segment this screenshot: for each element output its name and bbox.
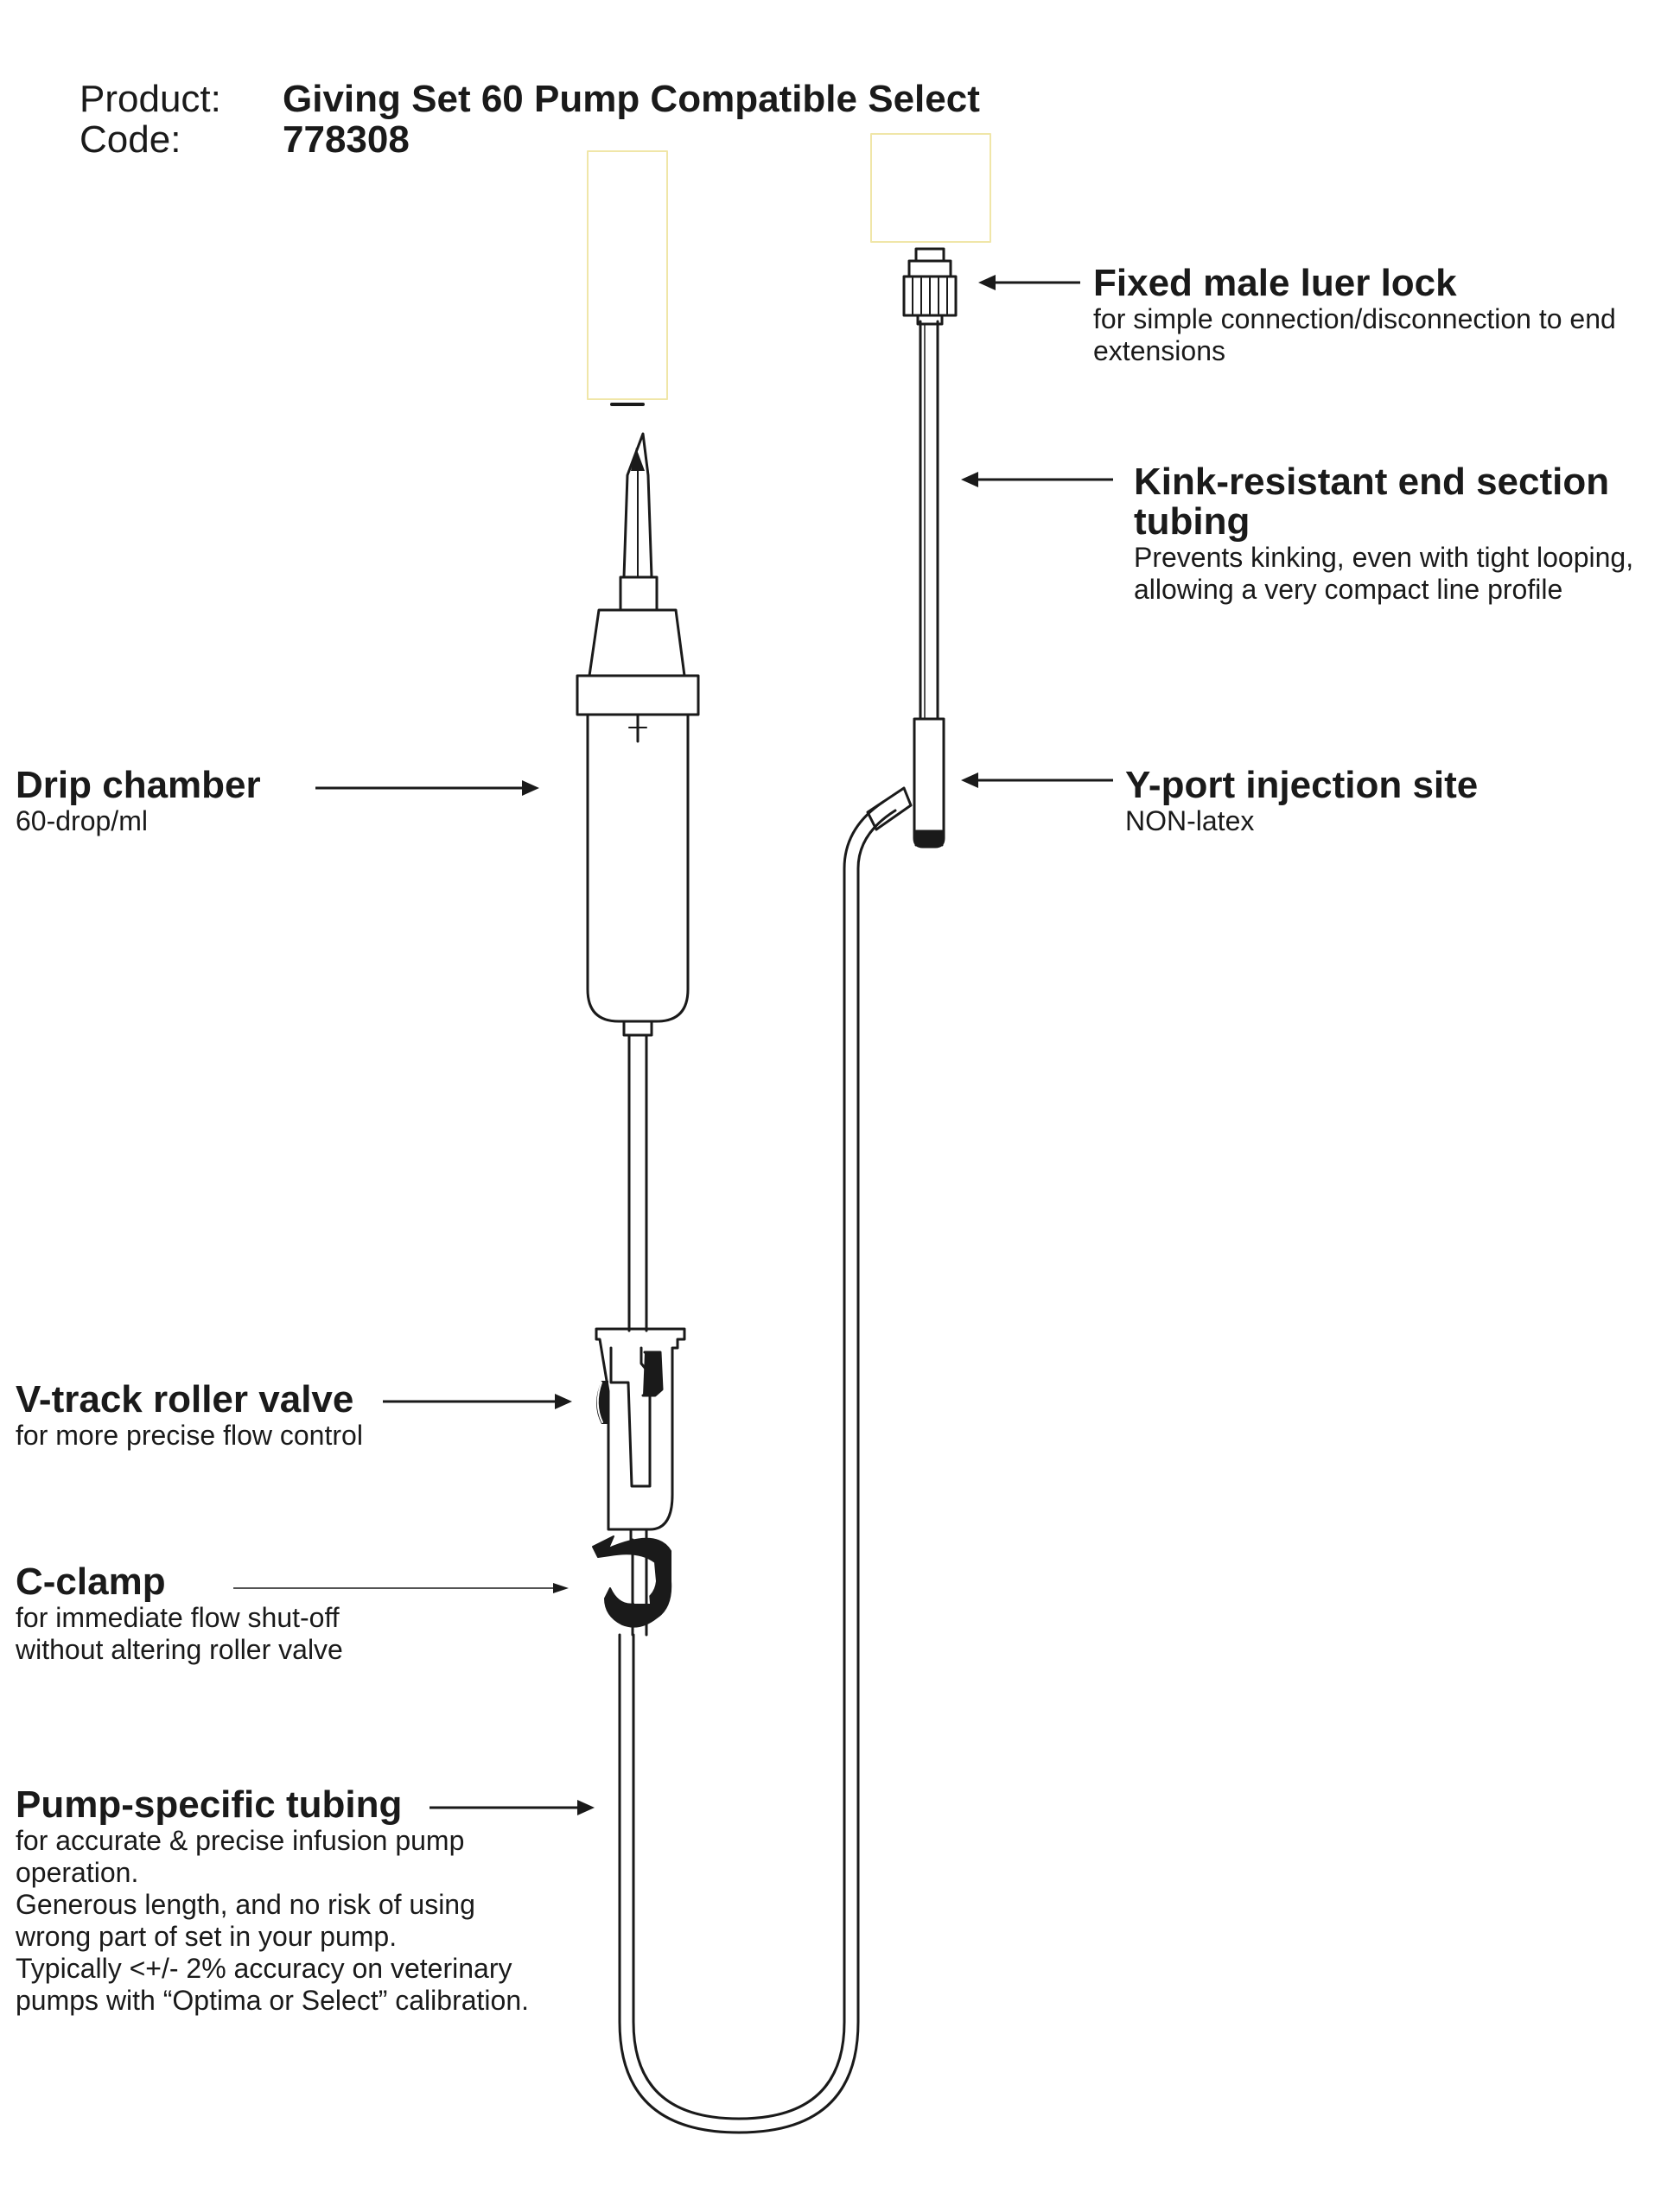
pump-tubing-loop xyxy=(618,800,897,2134)
luer-lock xyxy=(902,247,958,326)
luer-cap-outline xyxy=(870,133,991,243)
callout-kink-tubing: Kink-resistant end section tubing Preven… xyxy=(1134,462,1633,606)
kink-resistant-tubing xyxy=(919,320,939,721)
arrow-kink-tubing xyxy=(961,472,1113,487)
roller-valve xyxy=(595,1327,686,1541)
product-name: Giving Set 60 Pump Compatible Select xyxy=(283,78,980,120)
c-clamp-desc-line: without altering roller valve xyxy=(16,1634,343,1665)
pump-tubing-desc-line: wrong part of set in your pump. xyxy=(16,1921,398,1952)
code-label: Code: xyxy=(80,118,181,161)
c-clamp-desc-line: for immediate flow shut-off xyxy=(16,1602,340,1633)
kink-tubing-title-line: tubing xyxy=(1134,500,1250,543)
pump-tubing-desc-line: for accurate & precise infusion pump xyxy=(16,1825,465,1856)
pump-tubing-title: Pump-specific tubing xyxy=(16,1783,403,1826)
roller-valve-title: V-track roller valve xyxy=(16,1378,354,1421)
pump-tubing-desc: for accurate & precise infusion pump ope… xyxy=(16,1825,529,2017)
arrow-y-port xyxy=(961,772,1113,788)
product-label: Product: xyxy=(80,78,221,120)
roller-valve-desc: for more precise flow control xyxy=(16,1420,363,1452)
spike xyxy=(619,432,659,612)
kink-tubing-title: Kink-resistant end section tubing xyxy=(1134,462,1633,542)
callout-c-clamp: C-clamp for immediate flow shut-off with… xyxy=(16,1562,343,1666)
kink-tubing-desc-line: allowing a very compact line profile xyxy=(1134,574,1563,605)
pump-tubing-desc-line: Typically <+/- 2% accuracy on veterinary xyxy=(16,1953,512,1984)
drip-chamber-title: Drip chamber xyxy=(16,764,261,806)
product-code: 778308 xyxy=(283,118,410,161)
arrow-roller-valve xyxy=(383,1394,572,1409)
kink-tubing-desc: Prevents kinking, even with tight loopin… xyxy=(1134,542,1633,606)
arrow-c-clamp xyxy=(233,1583,569,1593)
pump-tubing-desc-line: Generous length, and no risk of using xyxy=(16,1889,475,1920)
y-port-desc-line: NON-latex xyxy=(1125,805,1255,836)
luer-lock-title: Fixed male luer lock xyxy=(1093,262,1457,304)
luer-lock-desc-line: for simple connection/disconnection to e… xyxy=(1093,303,1616,334)
callout-pump-tubing: Pump-specific tubing for accurate & prec… xyxy=(16,1785,529,2017)
c-clamp-desc: for immediate flow shut-off without alte… xyxy=(16,1602,343,1666)
luer-lock-desc: for simple connection/disconnection to e… xyxy=(1093,303,1616,367)
c-clamp xyxy=(592,1535,672,1637)
drip-chamber xyxy=(576,608,700,1037)
y-port-desc: NON-latex xyxy=(1125,805,1478,837)
arrow-pump-tubing xyxy=(430,1800,595,1815)
c-clamp-title: C-clamp xyxy=(16,1560,166,1603)
pump-tubing-desc-line: operation. xyxy=(16,1857,139,1888)
drip-chamber-desc-line: 60-drop/ml xyxy=(16,805,148,836)
arrow-drip-chamber xyxy=(315,780,539,796)
roller-valve-desc-line: for more precise flow control xyxy=(16,1420,363,1451)
spike-cap-outline xyxy=(587,150,668,400)
kink-tubing-desc-line: Prevents kinking, even with tight loopin… xyxy=(1134,542,1634,573)
y-port xyxy=(866,717,945,849)
kink-tubing-title-line: Kink-resistant end section xyxy=(1134,461,1610,503)
arrow-luer-lock xyxy=(978,275,1080,290)
callout-y-port: Y-port injection site NON-latex xyxy=(1125,766,1478,837)
callout-roller-valve: V-track roller valve for more precise fl… xyxy=(16,1380,363,1452)
callout-drip-chamber: Drip chamber 60-drop/ml xyxy=(16,766,261,837)
callout-luer-lock: Fixed male luer lock for simple connecti… xyxy=(1093,264,1616,367)
y-port-title: Y-port injection site xyxy=(1125,764,1479,806)
luer-lock-desc-line: extensions xyxy=(1093,335,1225,366)
drip-chamber-desc: 60-drop/ml xyxy=(16,805,261,837)
pump-tubing-desc-line: pumps with “Optima or Select” calibratio… xyxy=(16,1985,529,2016)
upper-line-tube xyxy=(627,1033,648,1332)
